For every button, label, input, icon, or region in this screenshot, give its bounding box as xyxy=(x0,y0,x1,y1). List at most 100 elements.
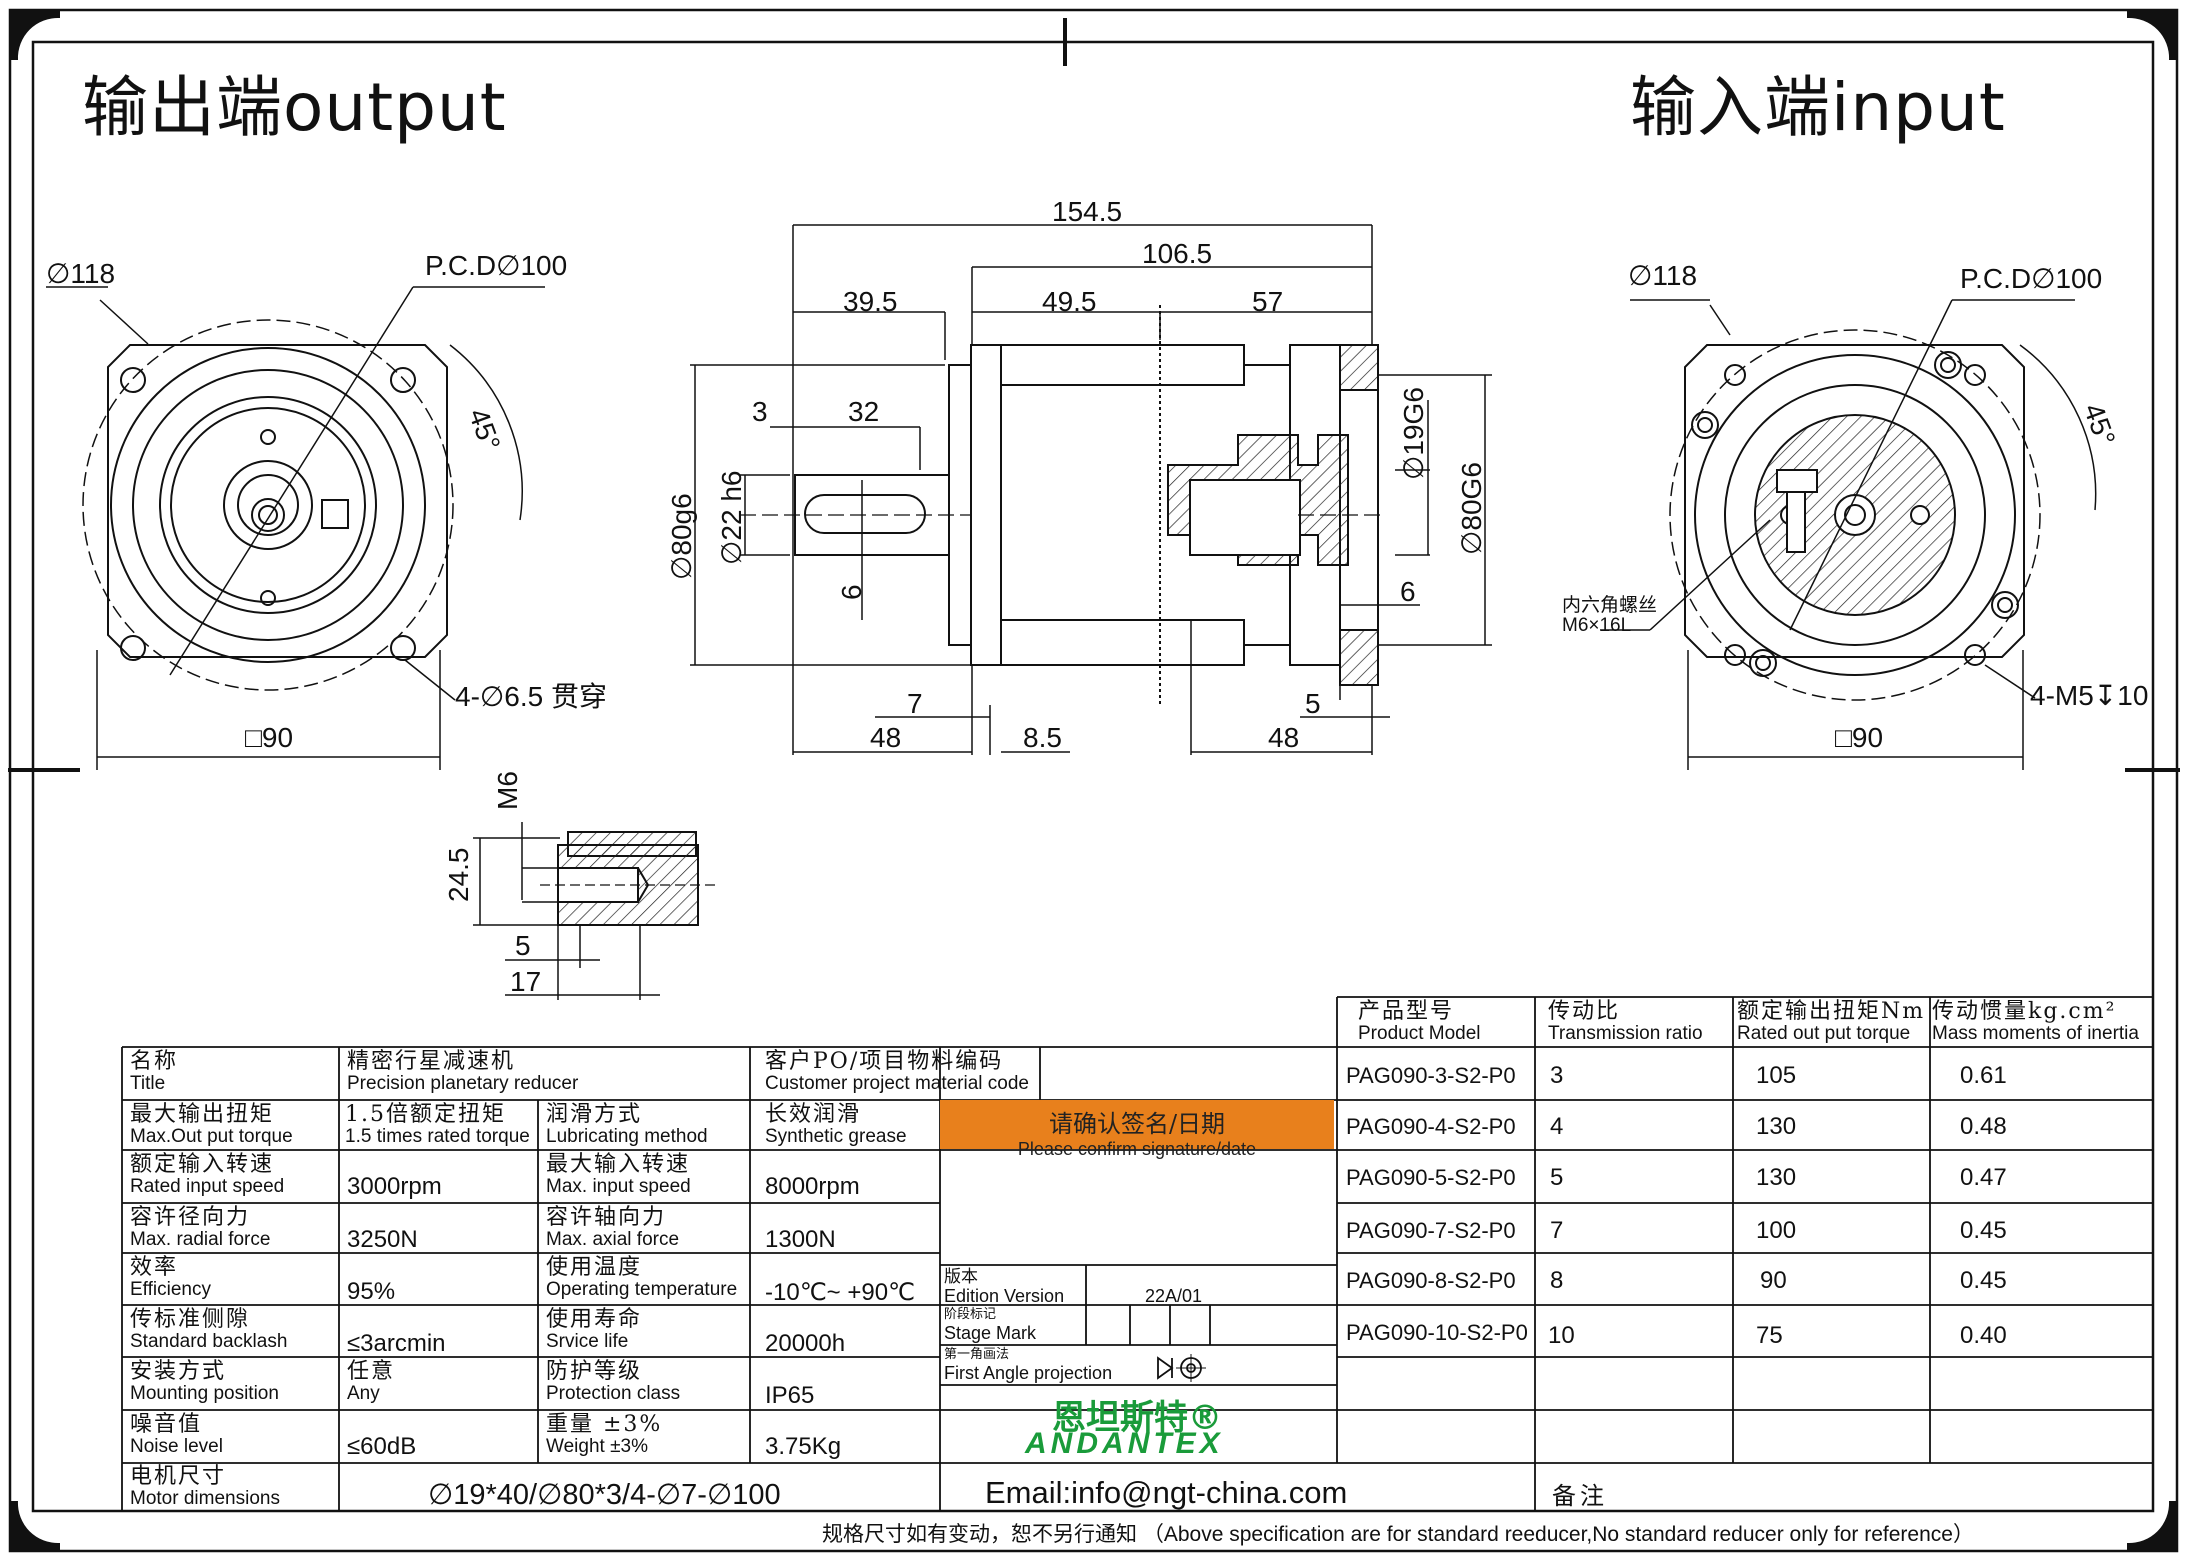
dim-motor-depth: 6 xyxy=(1400,576,1416,607)
model-cell: PAG090-4-S2-P0 xyxy=(1346,1114,1516,1139)
dim-body: 106.5 xyxy=(1142,238,1213,269)
projection-cn: 第一角画法 xyxy=(944,1346,1010,1361)
motor-dim-value: ∅19*40/∅80*3/4-∅7-∅100 xyxy=(428,1479,781,1511)
dim-key-w: 6 xyxy=(836,584,867,600)
inertia-cell: 0.45 xyxy=(1960,1267,2007,1294)
dim-48-right: 48 xyxy=(1268,722,1300,753)
dim-motor-pilot: ∅80G6 xyxy=(1456,462,1487,555)
contact-email[interactable]: Email:info@ngt-china.com xyxy=(985,1475,1348,1510)
projection-en: First Angle projection xyxy=(944,1363,1113,1383)
brand-logo-en: ANDANTEX xyxy=(1025,1427,1224,1460)
input-holes-label: 4-M5↧10 xyxy=(2030,680,2149,711)
footer-disclaimer: 规格尺寸如有变动，恕不另行通知 （Above specification are… xyxy=(822,1523,1974,1546)
inertia-cell: 0.61 xyxy=(1960,1062,2007,1089)
spec-row-value: ≤3arcmin xyxy=(347,1330,446,1357)
detail-view xyxy=(473,822,720,1000)
ratio-cell: 10 xyxy=(1548,1322,1575,1349)
output-holes-label: 4-∅6.5 贯穿 xyxy=(455,681,607,712)
input-dia-label: ∅118 xyxy=(1628,260,1698,291)
input-heading: 输入端input xyxy=(1630,69,2006,146)
dim-shaft-len: 39.5 xyxy=(843,286,898,317)
torque-cell: 130 xyxy=(1756,1164,1797,1191)
title-block xyxy=(121,996,2153,1511)
spec-row-value: 8000rpm xyxy=(765,1173,860,1200)
brand-logo-cn: 恩坦斯特® xyxy=(1052,1398,1222,1438)
spec-row-value: ≤60dB xyxy=(347,1433,417,1460)
output-heading: 输出端output xyxy=(82,69,507,146)
ratio-cell: 8 xyxy=(1550,1267,1564,1294)
stage-en: Stage Mark xyxy=(944,1323,1037,1343)
spec-row-value: -10℃~ +90℃ xyxy=(765,1279,915,1306)
spec-row-value: 1300N xyxy=(765,1226,836,1253)
model-cell: PAG090-3-S2-P0 xyxy=(1346,1063,1516,1088)
output-view xyxy=(46,286,545,770)
dim-7: 7 xyxy=(907,688,923,719)
stage-cn: 阶段标记 xyxy=(944,1306,997,1321)
input-view xyxy=(1600,299,2097,770)
dim-key-len: 32 xyxy=(848,396,880,427)
spec-row-value: 95% xyxy=(347,1278,396,1305)
dim-8-5: 8.5 xyxy=(1023,722,1062,753)
model-cell: PAG090-10-S2-P0 xyxy=(1346,1320,1528,1345)
dim-shaft-dia: ∅22 h6 xyxy=(716,470,747,565)
confirm-en: Please confirm signature/date xyxy=(1017,1139,1257,1159)
dim-48-left: 48 xyxy=(870,722,902,753)
dim-overall: 154.5 xyxy=(1052,196,1123,227)
detail-17: 17 xyxy=(510,966,542,997)
ratio-cell: 3 xyxy=(1550,1062,1564,1089)
side-view xyxy=(690,224,1492,755)
spec-row-label: 重量 ±3%Weight ±3% xyxy=(546,1412,663,1457)
model-cell: PAG090-8-S2-P0 xyxy=(1346,1268,1516,1293)
remark-label: 备注 xyxy=(1552,1482,1608,1510)
inertia-cell: 0.48 xyxy=(1960,1113,2007,1140)
torque-cell: 130 xyxy=(1756,1113,1797,1140)
model-cell: PAG090-5-S2-P0 xyxy=(1346,1165,1516,1190)
detail-depth: 24.5 xyxy=(443,847,474,903)
screw-cn-label: 内六角螺丝 xyxy=(1562,595,1658,616)
dim-5: 5 xyxy=(1305,688,1321,719)
dim-motor-bore: ∅19G6 xyxy=(1398,387,1429,480)
output-pcd-label: P.C.D∅100 xyxy=(425,250,568,281)
spec-row-value: 3000rpm xyxy=(347,1173,442,1200)
confirm-signature-banner[interactable]: 请确认签名/日期 Please confirm signature/date xyxy=(940,1100,1334,1159)
torque-cell: 75 xyxy=(1756,1322,1783,1349)
ratio-cell: 4 xyxy=(1550,1113,1564,1140)
dim-key-off: 3 xyxy=(752,396,768,427)
edition-value: 22A/01 xyxy=(1145,1286,1203,1306)
edition-en: Edition Version xyxy=(944,1286,1065,1306)
output-square-label: □90 xyxy=(245,722,294,753)
inertia-cell: 0.40 xyxy=(1960,1322,2007,1349)
input-pcd-label: P.C.D∅100 xyxy=(1960,263,2103,294)
torque-cell: 90 xyxy=(1760,1267,1787,1294)
detail-thread: M6 xyxy=(492,771,523,810)
inertia-cell: 0.47 xyxy=(1960,1164,2007,1191)
torque-cell: 105 xyxy=(1756,1062,1797,1089)
spec-row-value: IP65 xyxy=(765,1382,815,1409)
dim-flange: 57 xyxy=(1252,286,1284,317)
torque-cell: 100 xyxy=(1756,1217,1797,1244)
ratio-cell: 7 xyxy=(1550,1217,1564,1244)
dim-pilot: ∅80g6 xyxy=(666,493,697,580)
spec-row-value: 3.75Kg xyxy=(765,1433,842,1460)
model-cell: PAG090-7-S2-P0 xyxy=(1346,1218,1516,1243)
ratio-cell: 5 xyxy=(1550,1164,1564,1191)
